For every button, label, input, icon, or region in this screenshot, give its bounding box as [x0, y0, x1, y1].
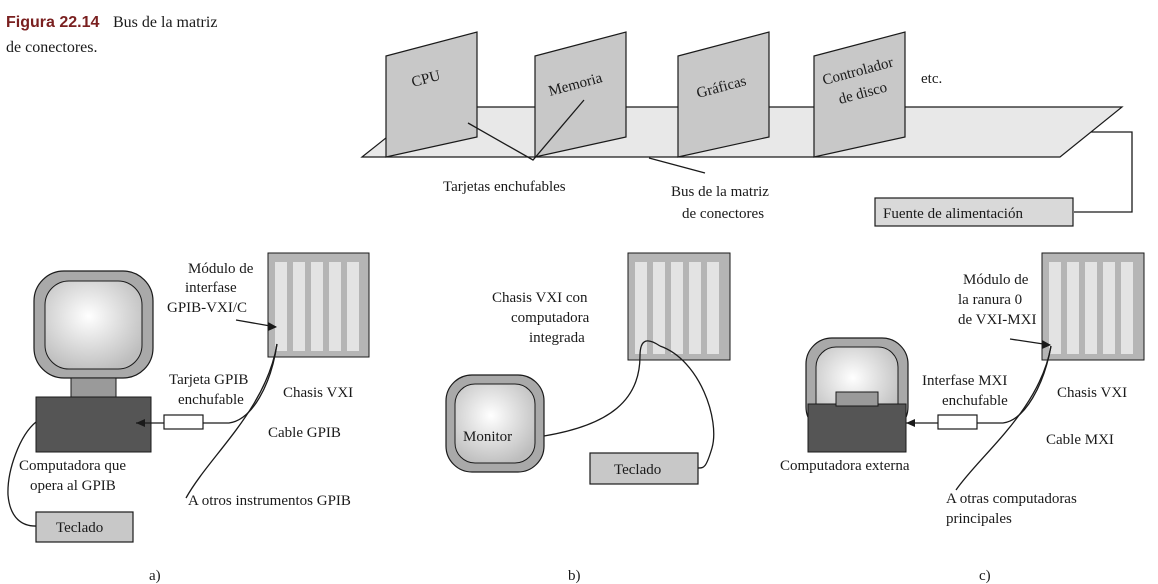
- caption-line-1: Bus de la matriz: [113, 14, 217, 31]
- panel-c: Módulo de la ranura 0 de VXI-MXI Interfa…: [780, 252, 1145, 584]
- others-label-c-2: principales: [946, 511, 1012, 527]
- arrow-head: [1042, 340, 1051, 349]
- iface-label-c-2: enchufable: [942, 393, 1008, 409]
- slot: [1103, 262, 1115, 354]
- panel-b: Monitor Teclado Chasis VXI con computado…: [445, 252, 731, 584]
- bus-label-2: de conectores: [682, 206, 764, 222]
- iface-label-c-1: Interfase MXI: [922, 373, 1007, 389]
- chassis-label-b-3: integrada: [529, 330, 585, 346]
- slot: [275, 262, 287, 351]
- cable-label-a: Cable GPIB: [268, 425, 341, 441]
- card-disk-controller: [813, 31, 906, 158]
- slot: [635, 262, 647, 354]
- card-label-cpu: CPU: [410, 68, 442, 91]
- power-supply-label: Fuente de alimentación: [883, 206, 1023, 222]
- cards-label: Tarjetas enchufables: [443, 179, 566, 195]
- chassis-label-b-1: Chasis VXI con: [492, 290, 588, 306]
- card-memory: [534, 31, 627, 158]
- module-label-c-1: Módulo de: [963, 272, 1029, 288]
- card-label-a-2: enchufable: [178, 392, 244, 408]
- monitor-cable: [543, 340, 661, 437]
- panel-label-a: a): [149, 568, 161, 584]
- slot: [1067, 262, 1079, 354]
- module-label-c-2: la ranura 0: [958, 292, 1022, 308]
- card-cpu: [385, 31, 478, 158]
- others-label-a: A otros instrumentos GPIB: [188, 493, 351, 509]
- panel-label-c: c): [979, 568, 991, 584]
- gpib-card: [163, 414, 204, 430]
- computer-base-a: [35, 396, 152, 453]
- cable-label-c: Cable MXI: [1046, 432, 1114, 448]
- keyboard-label-b: Teclado: [614, 462, 661, 478]
- cards-pointer: [467, 99, 585, 161]
- chassis-label-b-2: computadora: [511, 310, 590, 326]
- module-label-a-2: interfase: [185, 280, 237, 296]
- mxi-card: [937, 414, 978, 430]
- keyboard-cable-b: [659, 345, 715, 469]
- computer-label-c: Computadora externa: [780, 458, 910, 474]
- bus-pointer: [648, 157, 706, 174]
- module-label-c-3: de VXI-MXI: [958, 312, 1036, 328]
- keyboard-a: [35, 511, 134, 543]
- figure-number: Figura 22.14: [6, 14, 99, 31]
- slot: [1085, 262, 1097, 354]
- monitor-screen-a: [44, 280, 143, 370]
- others-label-c-1: A otras computadoras: [946, 491, 1077, 507]
- caption-line-2: de conectores.: [6, 39, 98, 56]
- keyboard-cable-a: [7, 421, 39, 527]
- backplane-bus-diagram: CPU Memoria Gráficas Controlador de disc…: [360, 31, 1133, 227]
- power-supply-box: [874, 197, 1074, 227]
- slot: [293, 262, 305, 351]
- etc-label: etc.: [921, 71, 942, 87]
- card-label-a-1: Tarjeta GPIB: [169, 372, 248, 388]
- card-graphics: [677, 31, 770, 158]
- power-cable: [1074, 131, 1133, 213]
- slot: [1049, 262, 1061, 354]
- chassis-label-a: Chasis VXI: [283, 385, 353, 401]
- slot: [347, 262, 359, 351]
- computer-base-c: [807, 403, 907, 453]
- panel-a: Teclado Módulo de interfase GPIB-VXI/C T…: [7, 252, 370, 584]
- slot: [653, 262, 665, 354]
- computer-label-a-1: Computadora que: [19, 458, 126, 474]
- monitor-neck-c2: [835, 391, 879, 407]
- arrow-head: [268, 322, 277, 331]
- other-instruments-cable: [185, 343, 278, 499]
- keyboard-b: [589, 452, 699, 485]
- monitor-screen-b: [454, 383, 536, 464]
- slot: [329, 262, 341, 351]
- module-label-a-3: GPIB-VXI/C: [167, 300, 247, 316]
- other-computers-cable: [955, 345, 1052, 491]
- chassis-label-c: Chasis VXI: [1057, 385, 1127, 401]
- arrow-head: [906, 419, 915, 427]
- keyboard-label-a: Teclado: [56, 520, 103, 536]
- monitor-neck-a: [70, 377, 117, 398]
- panel-label-b: b): [568, 568, 581, 584]
- slot: [707, 262, 719, 354]
- module-label-a-1: Módulo de: [188, 261, 254, 277]
- slot: [311, 262, 323, 351]
- arrow-head: [136, 419, 145, 427]
- slot: [689, 262, 701, 354]
- slot: [1121, 262, 1133, 354]
- monitor-label: Monitor: [463, 429, 512, 445]
- computer-label-a-2: opera al GPIB: [30, 478, 116, 494]
- bus-label-1: Bus de la matriz: [671, 184, 769, 200]
- slot: [671, 262, 683, 354]
